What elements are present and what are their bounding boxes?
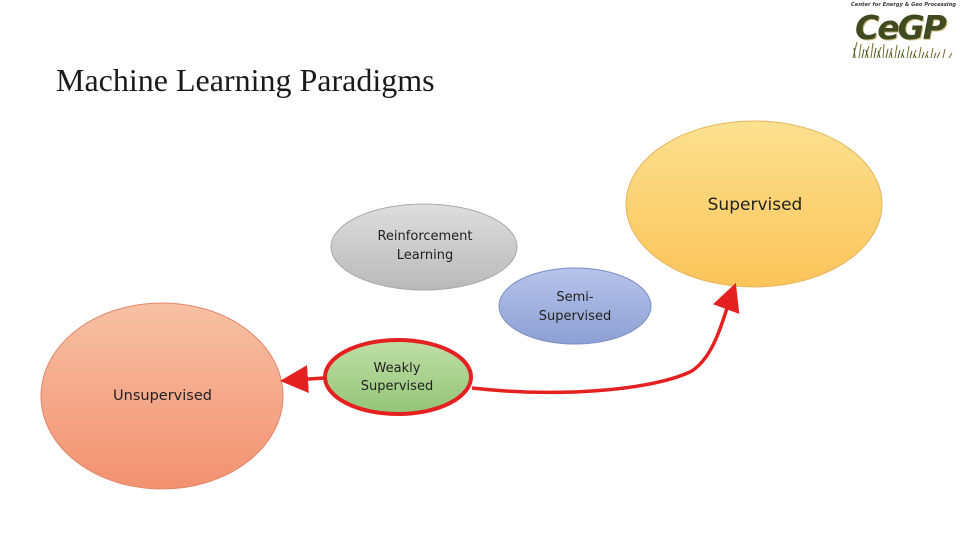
reinforcement-label: Reinforcement Learning [377,229,473,263]
supervised-node [625,120,883,288]
supervised-label: Supervised [707,195,803,215]
cegp-logo: Center for Energy & Geo Processing CeGP [851,2,957,58]
arrow-to-unsupervised [280,365,325,394]
unsupervised-label: Unsupervised [113,388,212,404]
semi-supervised-node [498,267,652,345]
unsupervised-node [40,302,284,490]
arrow-to-supervised [471,282,740,395]
logo-grass-graphic [852,41,953,58]
slide-title: Machine Learning Paradigms [56,62,435,98]
logo-wordmark: CeGP [855,8,947,47]
weakly-supervised-node [323,338,473,416]
reinforcement-node [330,203,518,291]
logo-tagline: Center for Energy & Geo Processing [851,2,956,8]
weakly-supervised-label: Weakly Supervised [360,361,434,394]
semi-supervised-label: Semi- Supervised [538,290,612,324]
